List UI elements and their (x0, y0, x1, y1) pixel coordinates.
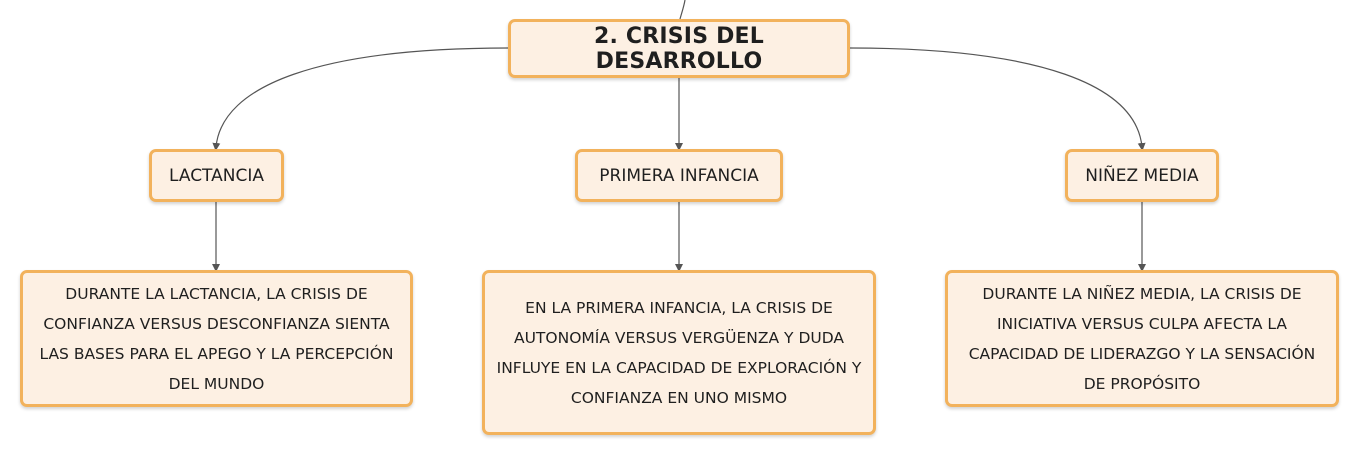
branch-node-primera-infancia[interactable]: PRIMERA INFANCIA (575, 149, 783, 202)
branch-label-primera-infancia: PRIMERA INFANCIA (599, 165, 759, 186)
incoming-connector (679, 0, 686, 20)
branch-node-lactancia[interactable]: LACTANCIA (149, 149, 284, 202)
leaf-node-primera-infancia-description[interactable]: EN LA PRIMERA INFANCIA, LA CRISIS DE AUT… (482, 270, 876, 435)
leaf-text-lactancia: DURANTE LA LACTANCIA, LA CRISIS DE CONFI… (39, 284, 394, 393)
connector-root-lactancia (212, 47, 509, 151)
branch-label-lactancia: LACTANCIA (169, 165, 264, 186)
leaf-text-primera-infancia: EN LA PRIMERA INFANCIA, LA CRISIS DE AUT… (496, 298, 862, 407)
leaf-text-ninez-media: DURANTE LA NIÑEZ MEDIA, LA CRISIS DE INI… (968, 284, 1316, 393)
leaf-node-lactancia-description[interactable]: DURANTE LA LACTANCIA, LA CRISIS DE CONFI… (20, 270, 413, 407)
leaf-node-ninez-media-description[interactable]: DURANTE LA NIÑEZ MEDIA, LA CRISIS DE INI… (945, 270, 1339, 407)
root-node-title: 2. CRISIS DEL DESARROLLO (593, 23, 765, 74)
branch-label-ninez-media: NIÑEZ MEDIA (1085, 165, 1199, 186)
connector-root-ninez (849, 47, 1146, 151)
branch-node-ninez-media[interactable]: NIÑEZ MEDIA (1065, 149, 1219, 202)
root-node-crisis-del-desarrollo[interactable]: 2. CRISIS DEL DESARROLLO (508, 19, 850, 78)
